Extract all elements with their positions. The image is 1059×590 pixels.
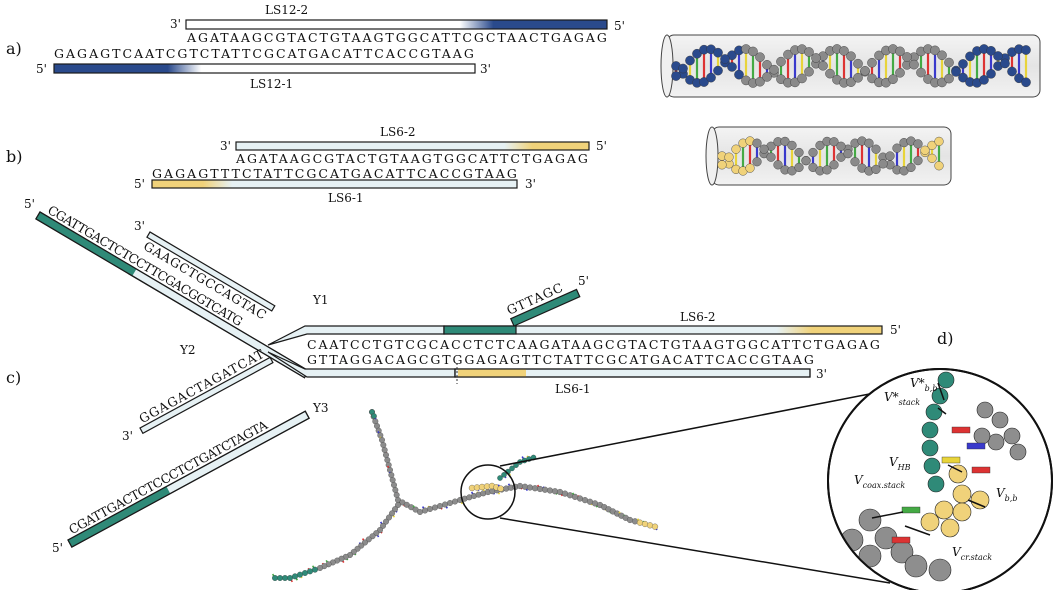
- label-v-bb-star: V*b,b: [910, 376, 937, 393]
- strand-ls12-1: [53, 63, 476, 74]
- zoom-source-circle: [460, 464, 516, 520]
- label-v-bb: Vb,b: [996, 486, 1017, 503]
- end-3-ls6-1-c: 3': [816, 367, 827, 381]
- sequence-ls6-2: AGATAAGCGTACTGTAAGTGGCATTCTGAGAG: [235, 151, 588, 166]
- panel-b: b) LS6-2 3' 5' AGATAAGCGTACTGTAAGTGGCATT…: [6, 125, 952, 205]
- panel-label-a: a): [6, 39, 22, 58]
- end-3-bottom-b: 3': [525, 177, 536, 191]
- sequence-ls12-2: AGATAAGCGTACTGTAAGTGGCATTCGCTAACTGAGAG: [186, 30, 607, 45]
- label-v-stack-star: V*stack: [884, 390, 920, 407]
- label-y3: Y3: [312, 401, 329, 415]
- label-ls6-2-b: LS6-2: [380, 125, 416, 139]
- strand-arm3-outer: CGATTGACTCTCCCTCTGATCTAGTA: [66, 410, 310, 548]
- molecular-model-y: [271, 409, 659, 583]
- sequence-arm3-inner: GGAGACTAGATCAT: [136, 346, 267, 426]
- panel-label-c: c): [6, 368, 21, 387]
- panel-a: a) LS12-2 3' 5' AGATAAGCGTACTGTAAGTGGCAT…: [6, 3, 1041, 98]
- interaction-markers: [871, 382, 986, 536]
- end-3-bottom-a: 3': [480, 62, 491, 76]
- sequence-arm1-outer: CGATTGACTCTCCTTCGACGGTCATG: [45, 202, 245, 329]
- molecular-model-ls12: [660, 34, 1041, 98]
- strand-overhang: GTTAGC: [504, 280, 581, 327]
- end-3-arm1-inner: 3': [134, 219, 145, 233]
- end-3-top-b: 3': [220, 139, 231, 153]
- end-5-ls6-2-c: 5': [890, 323, 901, 337]
- end-5-arm1: 5': [24, 197, 35, 211]
- sequence-ls12-1: GAGAGTCAATCGTCTATTCGCATGACATTCACCGTAAG: [54, 46, 474, 61]
- strand-ls6-1: [151, 179, 518, 189]
- strand-arm3-inner: GGAGACTAGATCAT: [136, 346, 274, 435]
- sequence-bottom-c: GTTAGGACAGCGTGGAGAGTTCTATTCGCATGACATTCAC…: [307, 352, 814, 367]
- strand-arm1-outer: CGATTGACTCTCCTTCGACGGTCATG: [35, 202, 310, 379]
- label-ls6-2-c: LS6-2: [680, 310, 716, 324]
- label-y1: Y1: [312, 293, 329, 307]
- end-3-top-a: 3': [170, 17, 181, 31]
- strand-ls6-2: [235, 141, 590, 151]
- end-5-top-a: 5': [614, 19, 625, 33]
- label-ls12-1: LS12-1: [250, 77, 293, 91]
- end-3-arm3-inner: 3': [122, 429, 133, 443]
- sequence-ls6-1: GAGAGTTTCTATTCGCATGACATTCACCGTAAG: [152, 166, 517, 181]
- panel-label-b: b): [6, 147, 22, 166]
- label-y2: Y2: [179, 343, 196, 357]
- end-5-arm3: 5': [52, 541, 63, 555]
- label-v-coax-stack: Vcoax.stack: [854, 473, 905, 490]
- panel-d: d) V*b,b V*stack VHB Vcoax.stack Vb,b Vc…: [827, 329, 1053, 590]
- end-5-top-b: 5': [596, 139, 607, 153]
- end-5-bottom-a: 5': [36, 62, 47, 76]
- strand-ls6-1-gold: [458, 369, 526, 377]
- label-v-cr-stack: Vcr.stack: [952, 545, 992, 562]
- zoom-line-top: [499, 389, 891, 467]
- zoom-circle: [827, 368, 1053, 590]
- end-5-bottom-b: 5': [134, 177, 145, 191]
- label-v-hb: VHB: [889, 455, 911, 472]
- molecular-model-ls6: [705, 126, 952, 186]
- end-5-overhang: 5': [578, 274, 589, 288]
- panel-c: c) CGATTGACTCTCCTTCGACGGTCATG 5' GAAGCTG…: [6, 197, 901, 584]
- sequence-top-c: CAATCCTGTCGCACCTCTCAAGATAAGCGTACTGTAAGTG…: [307, 337, 880, 352]
- strand-teal-segment: [443, 325, 517, 335]
- label-ls6-1-c: LS6-1: [555, 382, 591, 396]
- label-ls6-1-b: LS6-1: [328, 191, 364, 205]
- strand-ls12-2: [185, 19, 608, 30]
- panel-label-d: d): [937, 329, 953, 348]
- label-ls12-2: LS12-2: [265, 3, 308, 17]
- zoom-line-bottom: [499, 517, 891, 584]
- sequence-arm3-outer: CGATTGACTCTCCCTCTGATCTAGTA: [66, 417, 271, 537]
